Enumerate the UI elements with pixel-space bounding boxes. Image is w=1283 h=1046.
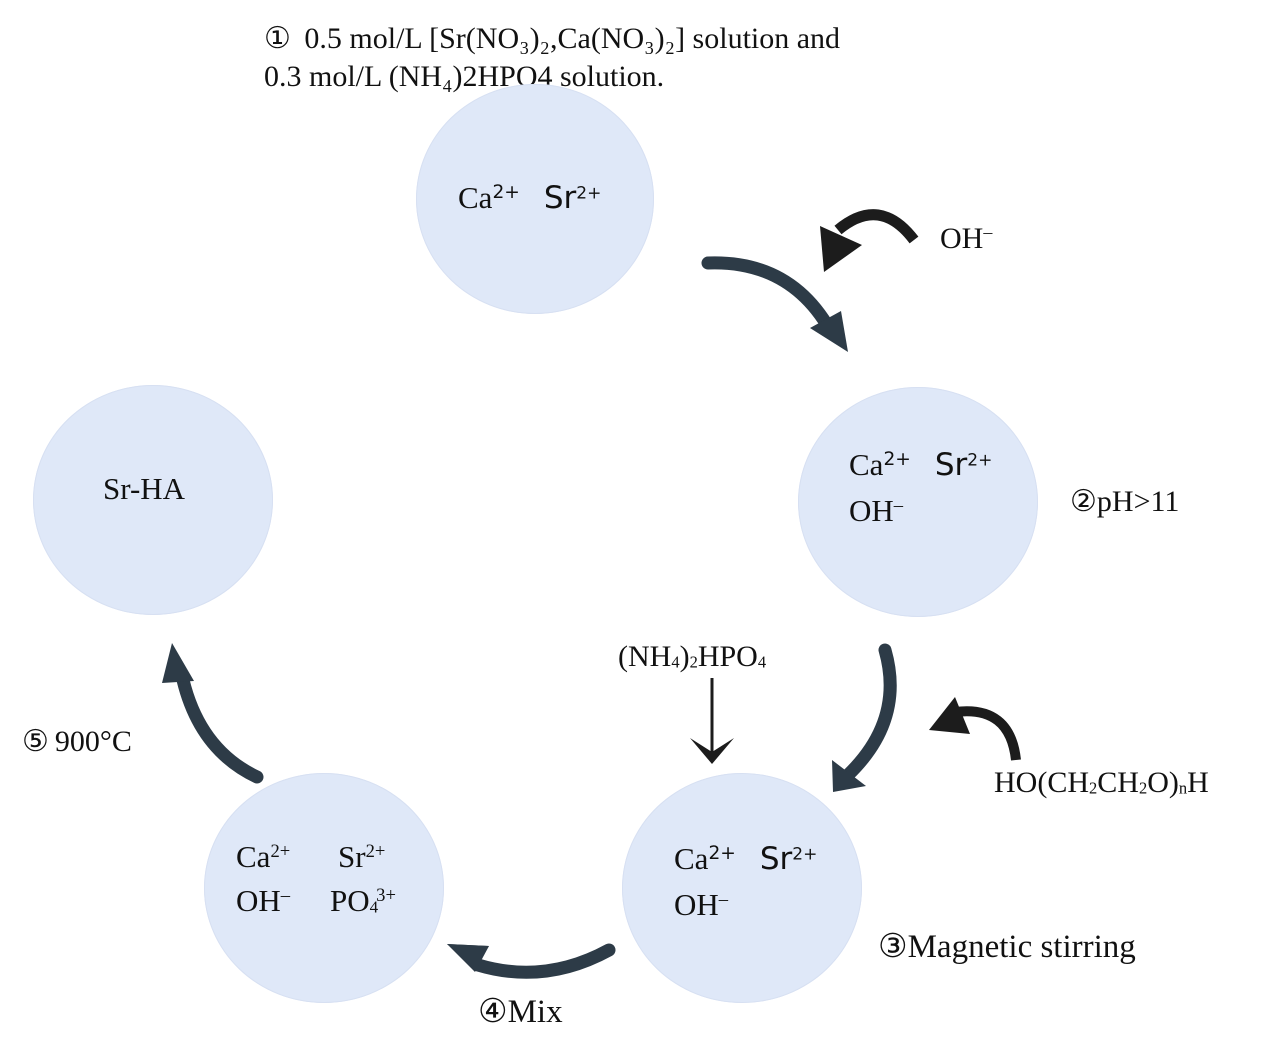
ion-strontium: Sr2+ [543,180,602,216]
step1-number: ① [264,22,291,55]
reagent-label-peg: HO(CH2CH2O)nH [994,766,1209,799]
step3-label: ③Magnetic stirring [878,929,1136,965]
step4-number: ④ [478,994,508,1030]
ion-calcium: Ca2+ [458,180,520,215]
step2-label: ②pH>11 [1070,485,1180,518]
reagent-label-phosphate: (NH4)2HPO4 [618,640,767,673]
step1-line2: 0.3 mol/L (NH₄)2HPO4 solution. [264,60,665,93]
state-circle-4-mixed: Ca2+ Sr2+ OH– PO43+ [204,773,444,1003]
cycle-arrow-step3-to-4 [447,943,616,979]
state-circle-1-cations: Ca2+ Sr2+ [416,84,654,314]
step1-line1: 0.5 mol/L [Sr(NO₃)₂,Ca(NO₃)₂] solution a… [304,22,841,55]
ion-calcium: Ca2+ [849,447,911,482]
reagent-label-hydroxide: OH– [940,222,993,255]
step4-label: ④Mix [478,994,563,1030]
ion-calcium: Ca2+ [236,839,291,874]
ion-hydroxide: OH– [849,493,904,528]
step2-number: ② [1070,485,1097,518]
reagent-arrow-hydroxide [820,209,919,272]
cycle-arrow-step1-to-2 [701,256,848,352]
reagent-arrow-phosphate [690,678,734,764]
reagent-arrow-peg [929,697,1021,761]
step1-description: ① 0.5 mol/L [Sr(NO₃)₂,Ca(NO₃)₂] solution… [264,22,840,56]
step5-number: ⑤ [22,725,49,758]
state-circle-5-product: Sr-HA [33,385,273,615]
step3-number: ③ [878,929,908,965]
state-circle-3-stirring: Ca2+ Sr2+ OH– [622,773,862,1003]
cycle-arrow-step4-to-5 [162,643,264,784]
ion-hydroxide: OH– [674,887,729,922]
ion-strontium: Sr2+ [759,841,818,877]
cycle-arrow-step2-to-3 [832,643,897,792]
ion-strontium: Sr2+ [934,447,993,483]
ion-strontium: Sr2+ [338,839,386,874]
ion-phosphate: PO43+ [330,883,396,918]
ion-calcium: Ca2+ [674,841,736,876]
product-label-sr-ha: Sr-HA [103,471,186,506]
state-circle-2-alkaline: Ca2+ Sr2+ OH– [798,387,1038,617]
ion-hydroxide: OH– [236,883,291,918]
